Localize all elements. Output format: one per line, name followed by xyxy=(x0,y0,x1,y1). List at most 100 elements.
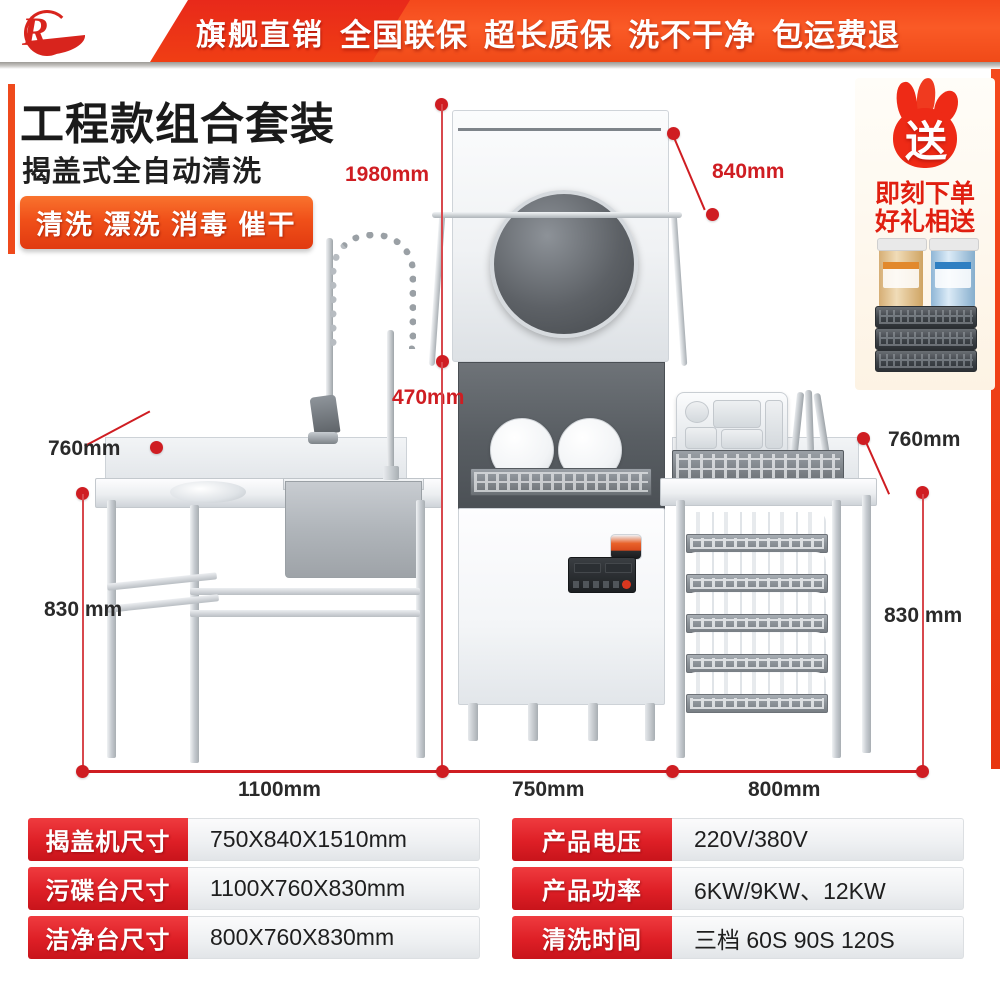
dishwasher-foot xyxy=(468,703,478,741)
gift-line-1: 即刻下单 xyxy=(874,180,975,208)
page-title: 工程款组合套装 xyxy=(20,100,335,149)
logo-letter: R xyxy=(22,9,49,54)
faucet-base xyxy=(383,466,399,480)
storage-shelf xyxy=(686,694,828,713)
spec-key-cell: 洁净台尺寸 xyxy=(28,916,188,959)
dim-marker-dot xyxy=(436,355,449,368)
spec-value-cell: 220V/380V xyxy=(672,818,964,861)
dim-marker-dot xyxy=(706,208,719,221)
dim-marker-dot xyxy=(150,441,163,454)
compartment-tray xyxy=(676,392,788,456)
dishwasher-foot xyxy=(588,703,598,741)
spec-key-label: 清洗时间 xyxy=(542,927,642,954)
dim-label-right-depth: 760mm xyxy=(888,428,961,451)
dim-line-vertical xyxy=(441,362,443,772)
spec-table-right: 产品电压 220V/380V 产品功率 6KW/9KW、12KW 清洗时间 三档… xyxy=(512,818,964,965)
bucket-label-bar xyxy=(883,262,919,269)
control-button-row[interactable] xyxy=(573,581,631,588)
feature-badge-label: 清洗 漂洗 消毒 催干 xyxy=(36,210,297,240)
right-table-leg xyxy=(862,495,871,753)
spec-row: 产品电压 220V/380V xyxy=(512,818,964,861)
tray-cell xyxy=(685,401,709,423)
rack-mesh xyxy=(474,472,648,492)
spec-key-label: 洁净台尺寸 xyxy=(45,927,171,954)
spec-key-label: 污碟台尺寸 xyxy=(45,878,171,905)
header-shadow-strip xyxy=(0,62,1000,69)
faucet-column xyxy=(387,330,394,470)
promo-item-2: 超长质保 xyxy=(484,18,612,53)
waste-chute-hole xyxy=(170,481,246,503)
utensil-item xyxy=(804,389,815,453)
flame-body-icon xyxy=(893,108,957,168)
dim-marker-dot xyxy=(916,486,929,499)
tray-cell xyxy=(713,400,761,428)
spec-value-cell: 1100X760X830mm xyxy=(188,867,480,910)
detergent-bucket-tan xyxy=(877,238,927,312)
rack-mesh xyxy=(690,578,824,589)
storage-shelf xyxy=(686,614,828,633)
chamber-dish-rack xyxy=(470,468,652,496)
left-table-leg xyxy=(107,500,116,758)
rack-mesh xyxy=(879,310,973,324)
right-edge-accent-bar xyxy=(991,69,1000,769)
dim-label-machine-width: 750mm xyxy=(512,778,585,801)
spec-value-label: 6KW/9KW、12KW xyxy=(694,877,886,904)
tray-cell xyxy=(765,400,783,449)
dim-line-vertical xyxy=(82,494,84,772)
control-panel[interactable] xyxy=(568,557,636,593)
spec-value-cell: 750X840X1510mm xyxy=(188,818,480,861)
spec-key-label: 揭盖机尺寸 xyxy=(45,829,171,856)
header-promo-text: 全国联保超长质保洗不干净包运费退 xyxy=(340,10,916,55)
promo-item-1: 全国联保 xyxy=(340,18,468,53)
flame-icon: 送 xyxy=(879,77,975,168)
display-segment-right xyxy=(605,563,632,573)
power-button-icon[interactable] xyxy=(622,580,631,589)
bucket-lid-icon xyxy=(929,238,979,251)
spec-key-cell: 清洗时间 xyxy=(512,916,672,959)
spec-key-label: 产品电压 xyxy=(542,829,642,856)
hood-seam-line xyxy=(458,128,661,131)
spec-value-label: 800X760X830mm xyxy=(210,924,395,950)
dim-label-left-depth: 760mm xyxy=(48,437,121,460)
spec-row: 洁净台尺寸 800X760X830mm xyxy=(28,916,480,959)
gift-dish-rack xyxy=(875,306,977,328)
dim-line-horizontal xyxy=(82,770,924,773)
spec-value-label: 220V/380V xyxy=(694,826,808,852)
dim-label-left-height: 830 mm xyxy=(44,598,123,621)
dim-label-machine-depth: 840mm xyxy=(712,160,785,183)
storage-shelf xyxy=(686,534,828,553)
dim-marker-dot xyxy=(666,765,679,778)
stacked-plates xyxy=(686,592,826,614)
left-table-rail xyxy=(190,588,420,595)
stacked-plates xyxy=(686,672,826,694)
rack-mesh xyxy=(879,354,973,368)
utensil-group xyxy=(790,389,838,456)
spec-row: 揭盖机尺寸 750X840X1510mm xyxy=(28,818,480,861)
gift-promo-panel: 送 即刻下单 好礼相送 xyxy=(855,77,995,390)
spec-value-label: 三档 60S 90S 120S xyxy=(694,926,895,953)
dim-marker-dot xyxy=(916,765,929,778)
spec-value-cell: 三档 60S 90S 120S xyxy=(672,916,964,959)
storage-shelf xyxy=(686,654,828,673)
display-segment-left xyxy=(574,563,601,573)
hood-handle-bar[interactable] xyxy=(432,212,682,218)
tray-cell xyxy=(685,427,717,449)
rack-mesh xyxy=(690,698,824,709)
utensil-item xyxy=(790,391,805,455)
faucet-spray-gun xyxy=(309,394,341,436)
gift-character: 送 xyxy=(905,118,948,165)
left-table-leg xyxy=(190,505,199,763)
dim-line-vertical xyxy=(441,104,443,384)
bucket-label-bar xyxy=(935,262,971,269)
header-slant-shape xyxy=(150,0,410,62)
page-subtitle: 揭盖式全自动清洗 xyxy=(22,156,263,188)
promo-header-bar: R 旗舰直销 全国联保超长质保洗不干净包运费退 xyxy=(0,0,1000,62)
spec-value-label: 1100X760X830mm xyxy=(210,875,406,901)
dishwasher-foot xyxy=(645,703,655,741)
rack-mesh xyxy=(690,658,824,669)
spec-value-label: 750X840X1510mm xyxy=(210,826,407,852)
spec-key-cell: 污碟台尺寸 xyxy=(28,867,188,910)
dim-line-vertical xyxy=(922,494,924,772)
rack-mesh xyxy=(879,332,973,346)
